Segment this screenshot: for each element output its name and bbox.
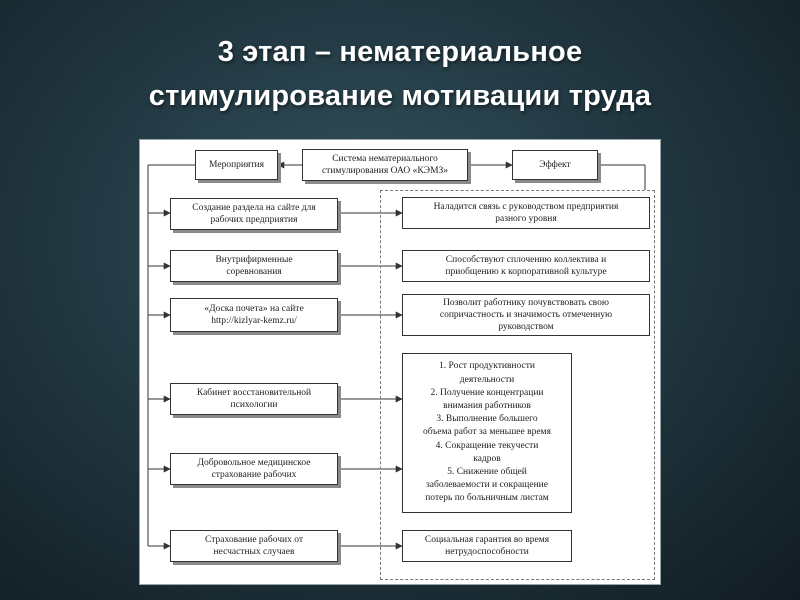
effect-line: руководством [498,322,554,332]
effect-line: 4. Сокращение текучести [435,440,539,451]
title-line-1: 3 этап – нематериальное [217,36,583,68]
effect-line: разного уровня [495,214,557,224]
effect-box: Позволит работнику почувствовать свою со… [402,294,650,336]
motivation-diagram: Мероприятия Система нематериального стим… [140,140,660,584]
measure-line: Внутрифирменные [215,255,293,265]
effect-box-results: 1. Рост продуктивности деятельности 2. П… [402,353,572,513]
effect-line: 5. Снижение общей [447,467,527,477]
effect-line: 2. Получение концентрации [430,387,544,398]
effect-line: приобщению к корпоративной культуре [445,267,607,277]
measure-box: Добровольное медицинское страхование раб… [170,453,338,485]
effects-dashed-frame [380,190,655,580]
measure-box: Внутрифирменные соревнования [170,250,338,282]
effect-box: Способствуют сплочению коллектива и прио… [402,250,650,282]
effect-line: сопричастность и значимость отмеченную [439,310,613,320]
effect-line: нетрудоспособности [445,547,529,557]
effect-line: внимания работников [443,400,531,411]
measure-box: Страхование рабочих от несчастных случае… [170,530,338,562]
measure-line: Создание раздела на сайте для [192,203,316,213]
measure-line: рабочих предприятия [210,215,298,225]
title-line-2: стимулирование мотивации труда [148,80,652,112]
header-measures: Мероприятия [195,150,278,180]
effect-line: потерь по больничным листам [425,493,549,504]
effect-line: Позволит работнику почувствовать свою [443,298,609,308]
measure-line: психологии [230,400,278,410]
effect-line: Наладится связь с руководством предприят… [433,202,619,212]
measure-line: «Доска почета» на сайте [204,304,304,314]
effect-line: 1. Рост продуктивности [439,361,535,372]
measure-box: «Доска почета» на сайте http://kizlyar-k… [170,298,338,332]
measure-line: несчастных случаев [213,547,295,557]
effect-box: Наладится связь с руководством предприят… [402,197,650,229]
measure-line: Добровольное медицинское [197,458,311,468]
effect-line: деятельности [459,374,515,385]
measure-line: Кабинет восстановительной [196,388,312,398]
measure-line: страхование рабочих [211,470,297,480]
header-effect: Эффект [512,150,598,180]
slide-title: 3 этап – нематериальное стимулирование м… [0,30,800,118]
measure-box: Создание раздела на сайте для рабочих пр… [170,198,338,230]
measure-line: http://kizlyar-kemz.ru/ [211,316,297,326]
header-system-line-1: Система нематериального [332,154,438,164]
effect-box: Социальная гарантия во время нетрудоспос… [402,530,572,562]
measure-line: соревнования [226,267,282,277]
header-measures-label: Мероприятия [209,160,264,170]
header-system: Система нематериального стимулирования О… [302,149,468,181]
effect-line: объема работ за меньшее время [423,427,551,438]
header-effect-label: Эффект [539,160,571,170]
effect-line: Способствуют сплочению коллектива и [445,255,607,265]
measure-line: Страхование рабочих от [205,535,303,545]
effect-line: Социальная гарантия во время [424,535,550,545]
effect-line: кадров [473,453,501,464]
measure-box: Кабинет восстановительной психологии [170,383,338,415]
effect-line: заболеваемости и сокращение [426,480,548,491]
effect-line: 3. Выполнение большего [436,414,538,425]
header-system-line-2: стимулирования ОАО «КЭМЗ» [321,166,449,176]
